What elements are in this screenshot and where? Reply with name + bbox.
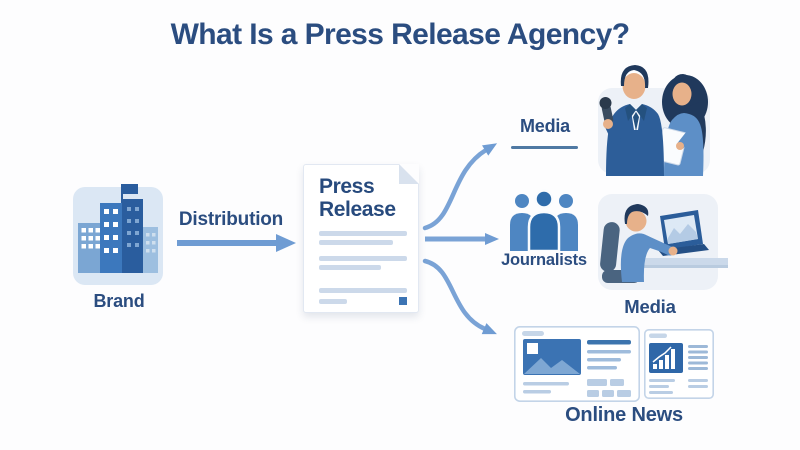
news-website-icon — [514, 326, 640, 402]
press-release-title: Press Release — [319, 175, 396, 221]
bar-chart-icon — [649, 343, 683, 373]
news-stats-website-icon — [644, 329, 714, 399]
branch-arrow-media — [422, 143, 498, 231]
man-with-microphone-icon — [599, 65, 664, 176]
journalist-at-laptop-illustration — [598, 194, 728, 290]
seated-journalist-icon — [600, 204, 678, 283]
media-top-label: Media — [519, 116, 570, 136]
woman-with-tablet-icon — [655, 74, 708, 176]
online-news-label: Online News — [565, 404, 683, 426]
microphone-icon — [599, 97, 614, 124]
branch-arrow-online-news — [422, 258, 497, 335]
media-label-underline — [511, 146, 578, 149]
document-accent-square — [399, 297, 407, 305]
journalists-label: Journalists — [501, 251, 587, 269]
page-fold-icon — [399, 164, 419, 184]
document-text-lines — [319, 231, 407, 305]
media-desk-label: Media — [624, 296, 676, 317]
distribution-label: Distribution — [178, 209, 284, 230]
building-flag-icon — [73, 184, 163, 285]
article-image-icon — [523, 339, 581, 375]
people-group-icon — [510, 189, 578, 251]
laptop-icon — [660, 210, 703, 250]
press-release-document: Press Release — [303, 164, 419, 313]
page-title: What Is a Press Release Agency? — [170, 18, 630, 51]
reporter-interview-illustration — [598, 65, 710, 176]
brand-label: Brand — [93, 291, 145, 311]
